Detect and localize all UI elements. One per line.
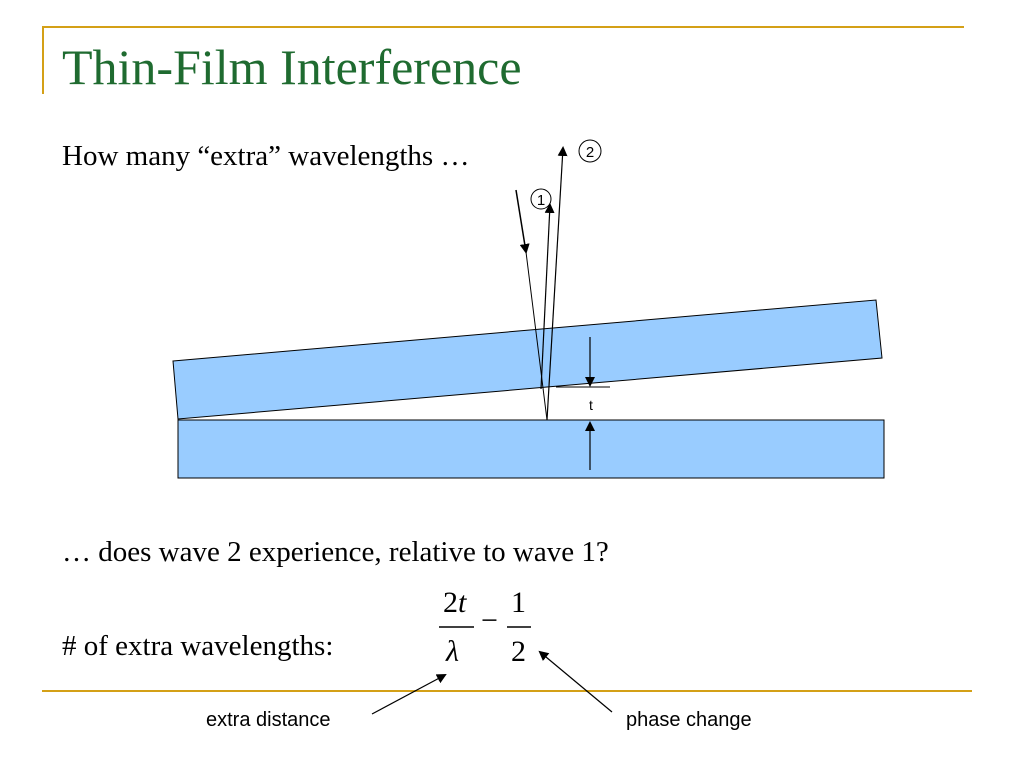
extra-distance-arrow — [371, 674, 447, 715]
ray-1-label: 1 — [537, 192, 545, 209]
accent-top-rule — [42, 26, 964, 28]
phase-change-arrow — [538, 650, 613, 713]
bottom-glass-plate — [177, 419, 885, 479]
accent-vertical-rule — [42, 26, 44, 94]
formula-operator: − — [481, 604, 498, 637]
ray-1 — [540, 203, 555, 390]
formula-left-numerator: 2t — [443, 586, 467, 619]
thickness-label: t — [589, 397, 593, 413]
ray-2-label-circle — [578, 139, 602, 163]
ray-2 — [546, 146, 568, 421]
phase-change-label: phase change — [626, 709, 752, 731]
formula-right-numerator: 1 — [511, 586, 526, 619]
formula-label: # of extra wavelengths: — [62, 630, 334, 662]
formula-right-denominator: 2 — [511, 635, 526, 668]
accent-bottom-rule — [42, 690, 972, 692]
incident-ray-continued — [525, 251, 548, 421]
ray-2-label: 2 — [586, 144, 594, 161]
ray-1-label-circle — [530, 188, 552, 210]
extra-distance-label: extra distance — [206, 709, 331, 731]
incident-ray — [515, 189, 530, 254]
question-start: How many “extra” wavelengths … — [62, 140, 470, 172]
slide-title: Thin-Film Interference — [62, 39, 522, 95]
top-glass-plate — [172, 299, 883, 420]
question-end: … does wave 2 experience, relative to wa… — [62, 536, 609, 568]
formula-left-denominator: λ — [446, 635, 459, 668]
